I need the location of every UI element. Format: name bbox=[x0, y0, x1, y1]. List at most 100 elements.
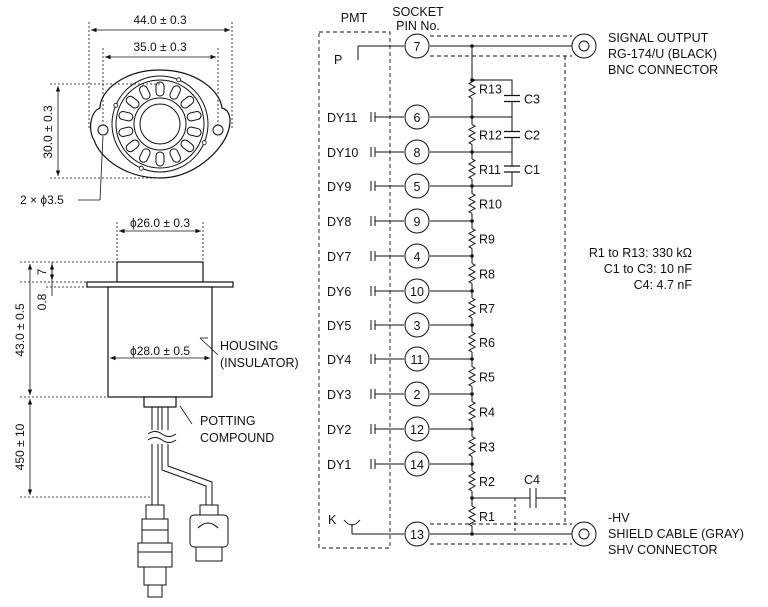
socket-pin-hole bbox=[155, 81, 165, 97]
socket-pin-hole bbox=[139, 85, 151, 100]
hv-output-line2: SHIELD CABLE (GRAY) bbox=[608, 527, 744, 541]
socket-pin-circle bbox=[404, 208, 430, 234]
anode-pin: 7 bbox=[414, 40, 421, 54]
junction-dot bbox=[470, 496, 474, 500]
housing-top-dia-dim: ϕ26.0 ± 0.3 bbox=[130, 216, 190, 230]
socket-pin-circle bbox=[404, 139, 430, 165]
socket-pin-number: 4 bbox=[414, 250, 421, 264]
socket-outer-width-dim: 44.0 ± 0.3 bbox=[133, 13, 187, 27]
resistor-label: R5 bbox=[479, 371, 495, 385]
socket-pin-number: 10 bbox=[410, 285, 424, 299]
socket-header-line1: SOCKET bbox=[392, 5, 444, 19]
resistor-symbol bbox=[467, 78, 477, 99]
dynode-label: DY6 bbox=[327, 285, 351, 299]
socket-pin-number: 3 bbox=[414, 319, 421, 333]
resistor-symbol bbox=[467, 263, 477, 284]
resistor-label: R6 bbox=[479, 336, 495, 350]
socket-pin-hole bbox=[186, 111, 202, 122]
housing-body-height-dim: 43.0 ± 0.5 bbox=[13, 303, 27, 357]
junction-dot bbox=[470, 532, 474, 536]
socket-pin-hole bbox=[186, 126, 202, 137]
c4-and-return bbox=[472, 56, 566, 534]
signal-output-line2: RG-174/U (BLACK) bbox=[608, 47, 717, 61]
resistor-label: R11 bbox=[479, 163, 501, 177]
dynode-label: DY4 bbox=[327, 353, 351, 367]
socket-pin-number: 12 bbox=[410, 423, 424, 437]
resistor-symbol bbox=[467, 297, 477, 319]
socket-dimension-lines bbox=[50, 22, 233, 201]
resistor-label: R4 bbox=[479, 406, 495, 420]
socket-inner-width-dim: 35.0 ± 0.3 bbox=[133, 40, 187, 54]
socket-pin-number: 8 bbox=[414, 146, 421, 160]
resistor-symbol bbox=[467, 193, 477, 214]
potting-label-line2: COMPOUND bbox=[200, 431, 274, 445]
resistor-symbol bbox=[467, 505, 477, 527]
socket-pin-circle bbox=[404, 104, 430, 130]
capacitor-label: C1 bbox=[524, 163, 540, 177]
component-value-r: R1 to R13: 330 kΩ bbox=[589, 246, 692, 260]
dynode-symbol bbox=[370, 112, 376, 122]
socket-pin-circle bbox=[404, 312, 430, 338]
housing-label-line2: (INSULATOR) bbox=[220, 356, 299, 370]
housing-body-dia-dim: ϕ28.0 ± 0.5 bbox=[130, 344, 190, 358]
resistor-symbol bbox=[467, 401, 477, 422]
component-value-c: C1 to C3: 10 nF bbox=[604, 262, 693, 276]
socket-pin-number: 2 bbox=[414, 388, 421, 402]
capacitor-symbol bbox=[504, 165, 520, 173]
dynode-label: DY9 bbox=[327, 180, 351, 194]
socket-pin-number: 9 bbox=[414, 215, 421, 229]
dynode-symbol bbox=[370, 389, 376, 399]
hv-output-line3: SHV CONNECTOR bbox=[608, 543, 718, 557]
dynode-symbol bbox=[370, 147, 376, 157]
housing-side-view bbox=[86, 261, 234, 408]
dynode-symbol bbox=[370, 354, 376, 364]
socket-pin-circle bbox=[404, 278, 430, 304]
socket-pin-number: 5 bbox=[414, 180, 421, 194]
socket-pin-hole bbox=[125, 139, 140, 153]
resistor-label: R10 bbox=[479, 198, 502, 212]
socket-pin-hole bbox=[118, 126, 134, 137]
signal-output-line3: BNC CONNECTOR bbox=[608, 63, 718, 77]
dynode-label: DY11 bbox=[327, 111, 357, 125]
resistor-label: R13 bbox=[479, 83, 502, 97]
socket-pin-circle bbox=[404, 173, 430, 199]
socket-pin-hole bbox=[169, 85, 181, 100]
socket-pin-circle bbox=[404, 243, 430, 269]
dynode-symbol bbox=[370, 181, 376, 191]
junction-dot bbox=[470, 78, 474, 82]
housing-dimension-lines bbox=[20, 222, 219, 498]
dynode-label: DY3 bbox=[327, 388, 351, 402]
housing-flange-dim: 0.8 bbox=[35, 293, 49, 310]
socket-pin-hole bbox=[155, 151, 165, 167]
socket-pin-hole bbox=[118, 111, 134, 122]
bnc-connector-drawing bbox=[189, 504, 229, 562]
socket-rim-dot bbox=[138, 165, 144, 171]
component-value-c4: C4: 4.7 nF bbox=[634, 278, 693, 292]
resistor-label: R1 bbox=[479, 510, 495, 524]
socket-pin-number: 11 bbox=[411, 353, 424, 367]
resistor-symbol bbox=[467, 158, 477, 180]
socket-pin-hole bbox=[180, 95, 195, 109]
dynode-label: DY1 bbox=[327, 458, 351, 472]
dynode-symbol bbox=[370, 459, 376, 469]
c4-label: C4 bbox=[524, 473, 540, 487]
socket-pin-hole bbox=[125, 95, 140, 109]
capacitor-label: C3 bbox=[524, 93, 540, 107]
cable-length-dim: 450 ± 10 bbox=[13, 423, 27, 470]
resistor-label: R12 bbox=[479, 129, 502, 143]
dynode-label: DY10 bbox=[327, 146, 358, 160]
socket-holes-dim: 2 × ϕ3.5 bbox=[20, 193, 64, 207]
resistor-label: R9 bbox=[479, 233, 495, 247]
socket-pin-holes bbox=[113, 77, 207, 171]
socket-rim-dot bbox=[113, 102, 119, 108]
resistor-symbol bbox=[467, 436, 477, 457]
cathode-circuit bbox=[343, 519, 597, 547]
dynode-symbol bbox=[370, 424, 376, 434]
pmt-header: PMT bbox=[341, 11, 368, 25]
dynode-label: DY7 bbox=[327, 250, 351, 264]
socket-pin-hole bbox=[180, 139, 195, 153]
socket-top-view bbox=[90, 69, 231, 179]
